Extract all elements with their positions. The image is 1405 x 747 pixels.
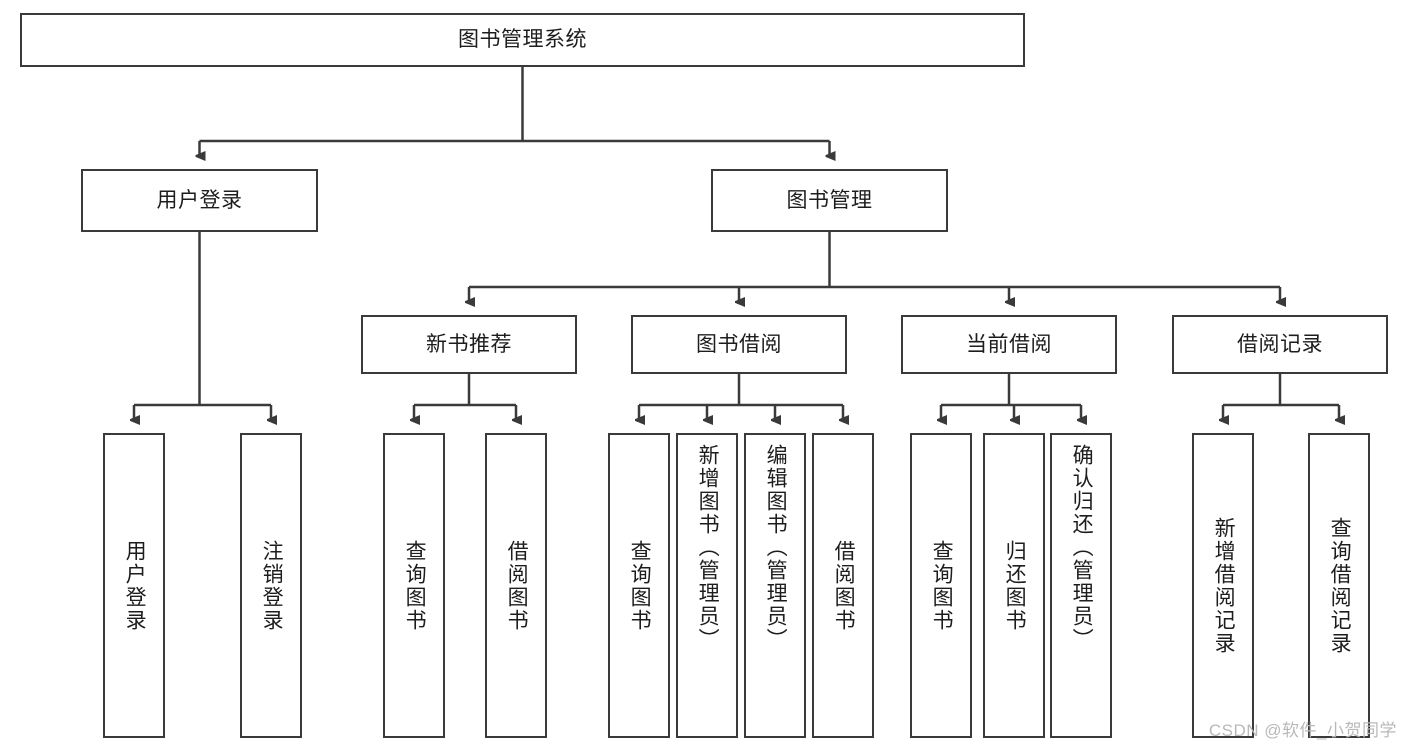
node-label: 确认归还（管理员） [1070, 444, 1094, 651]
node-l_confirm[interactable]: 确认归还（管理员） [1050, 433, 1112, 738]
node-label: 当前借阅 [966, 332, 1052, 356]
node-label: 借阅图书 [505, 539, 529, 632]
node-label: 查询图书 [930, 539, 954, 632]
node-label: 借阅图书 [832, 539, 856, 632]
node-label: 查询图书 [403, 539, 427, 632]
node-l_return[interactable]: 归还图书 [983, 433, 1045, 738]
node-label: 图书管理系统 [458, 28, 587, 52]
node-label: 归还图书 [1003, 539, 1027, 632]
node-label: 编辑图书（管理员） [764, 444, 788, 651]
node-label: 新书推荐 [426, 332, 512, 356]
node-label: 新增借阅记录 [1212, 516, 1236, 655]
node-label: 图书借阅 [696, 332, 782, 356]
node-l_addrec[interactable]: 新增借阅记录 [1192, 433, 1254, 738]
node-login[interactable]: 用户登录 [81, 169, 318, 232]
node-l_addbook[interactable]: 新增图书（管理员） [676, 433, 738, 738]
node-l_qbook1[interactable]: 查询图书 [383, 433, 445, 738]
node-label: 新增图书（管理员） [696, 444, 720, 651]
node-newbook[interactable]: 新书推荐 [361, 315, 577, 374]
node-label: 借阅记录 [1237, 332, 1323, 356]
node-label: 查询图书 [628, 539, 652, 632]
node-l_bbook1[interactable]: 借阅图书 [485, 433, 547, 738]
node-l_qbook3[interactable]: 查询图书 [910, 433, 972, 738]
node-label: 图书管理 [786, 188, 873, 212]
node-l_qrec[interactable]: 查询借阅记录 [1308, 433, 1370, 738]
node-label: 用户登录 [123, 539, 147, 632]
node-borrow[interactable]: 图书借阅 [631, 315, 847, 374]
node-l_editbook[interactable]: 编辑图书（管理员） [744, 433, 806, 738]
node-current[interactable]: 当前借阅 [901, 315, 1117, 374]
node-label: 注销登录 [260, 539, 284, 632]
node-label: 用户登录 [156, 188, 243, 212]
node-label: 查询借阅记录 [1328, 516, 1352, 655]
node-l_userlogin[interactable]: 用户登录 [103, 433, 165, 738]
node-bookmgmt[interactable]: 图书管理 [711, 169, 948, 232]
node-l_bbook2[interactable]: 借阅图书 [812, 433, 874, 738]
node-root[interactable]: 图书管理系统 [20, 13, 1025, 67]
node-records[interactable]: 借阅记录 [1172, 315, 1388, 374]
node-l_logout[interactable]: 注销登录 [240, 433, 302, 738]
node-l_qbook2[interactable]: 查询图书 [608, 433, 670, 738]
